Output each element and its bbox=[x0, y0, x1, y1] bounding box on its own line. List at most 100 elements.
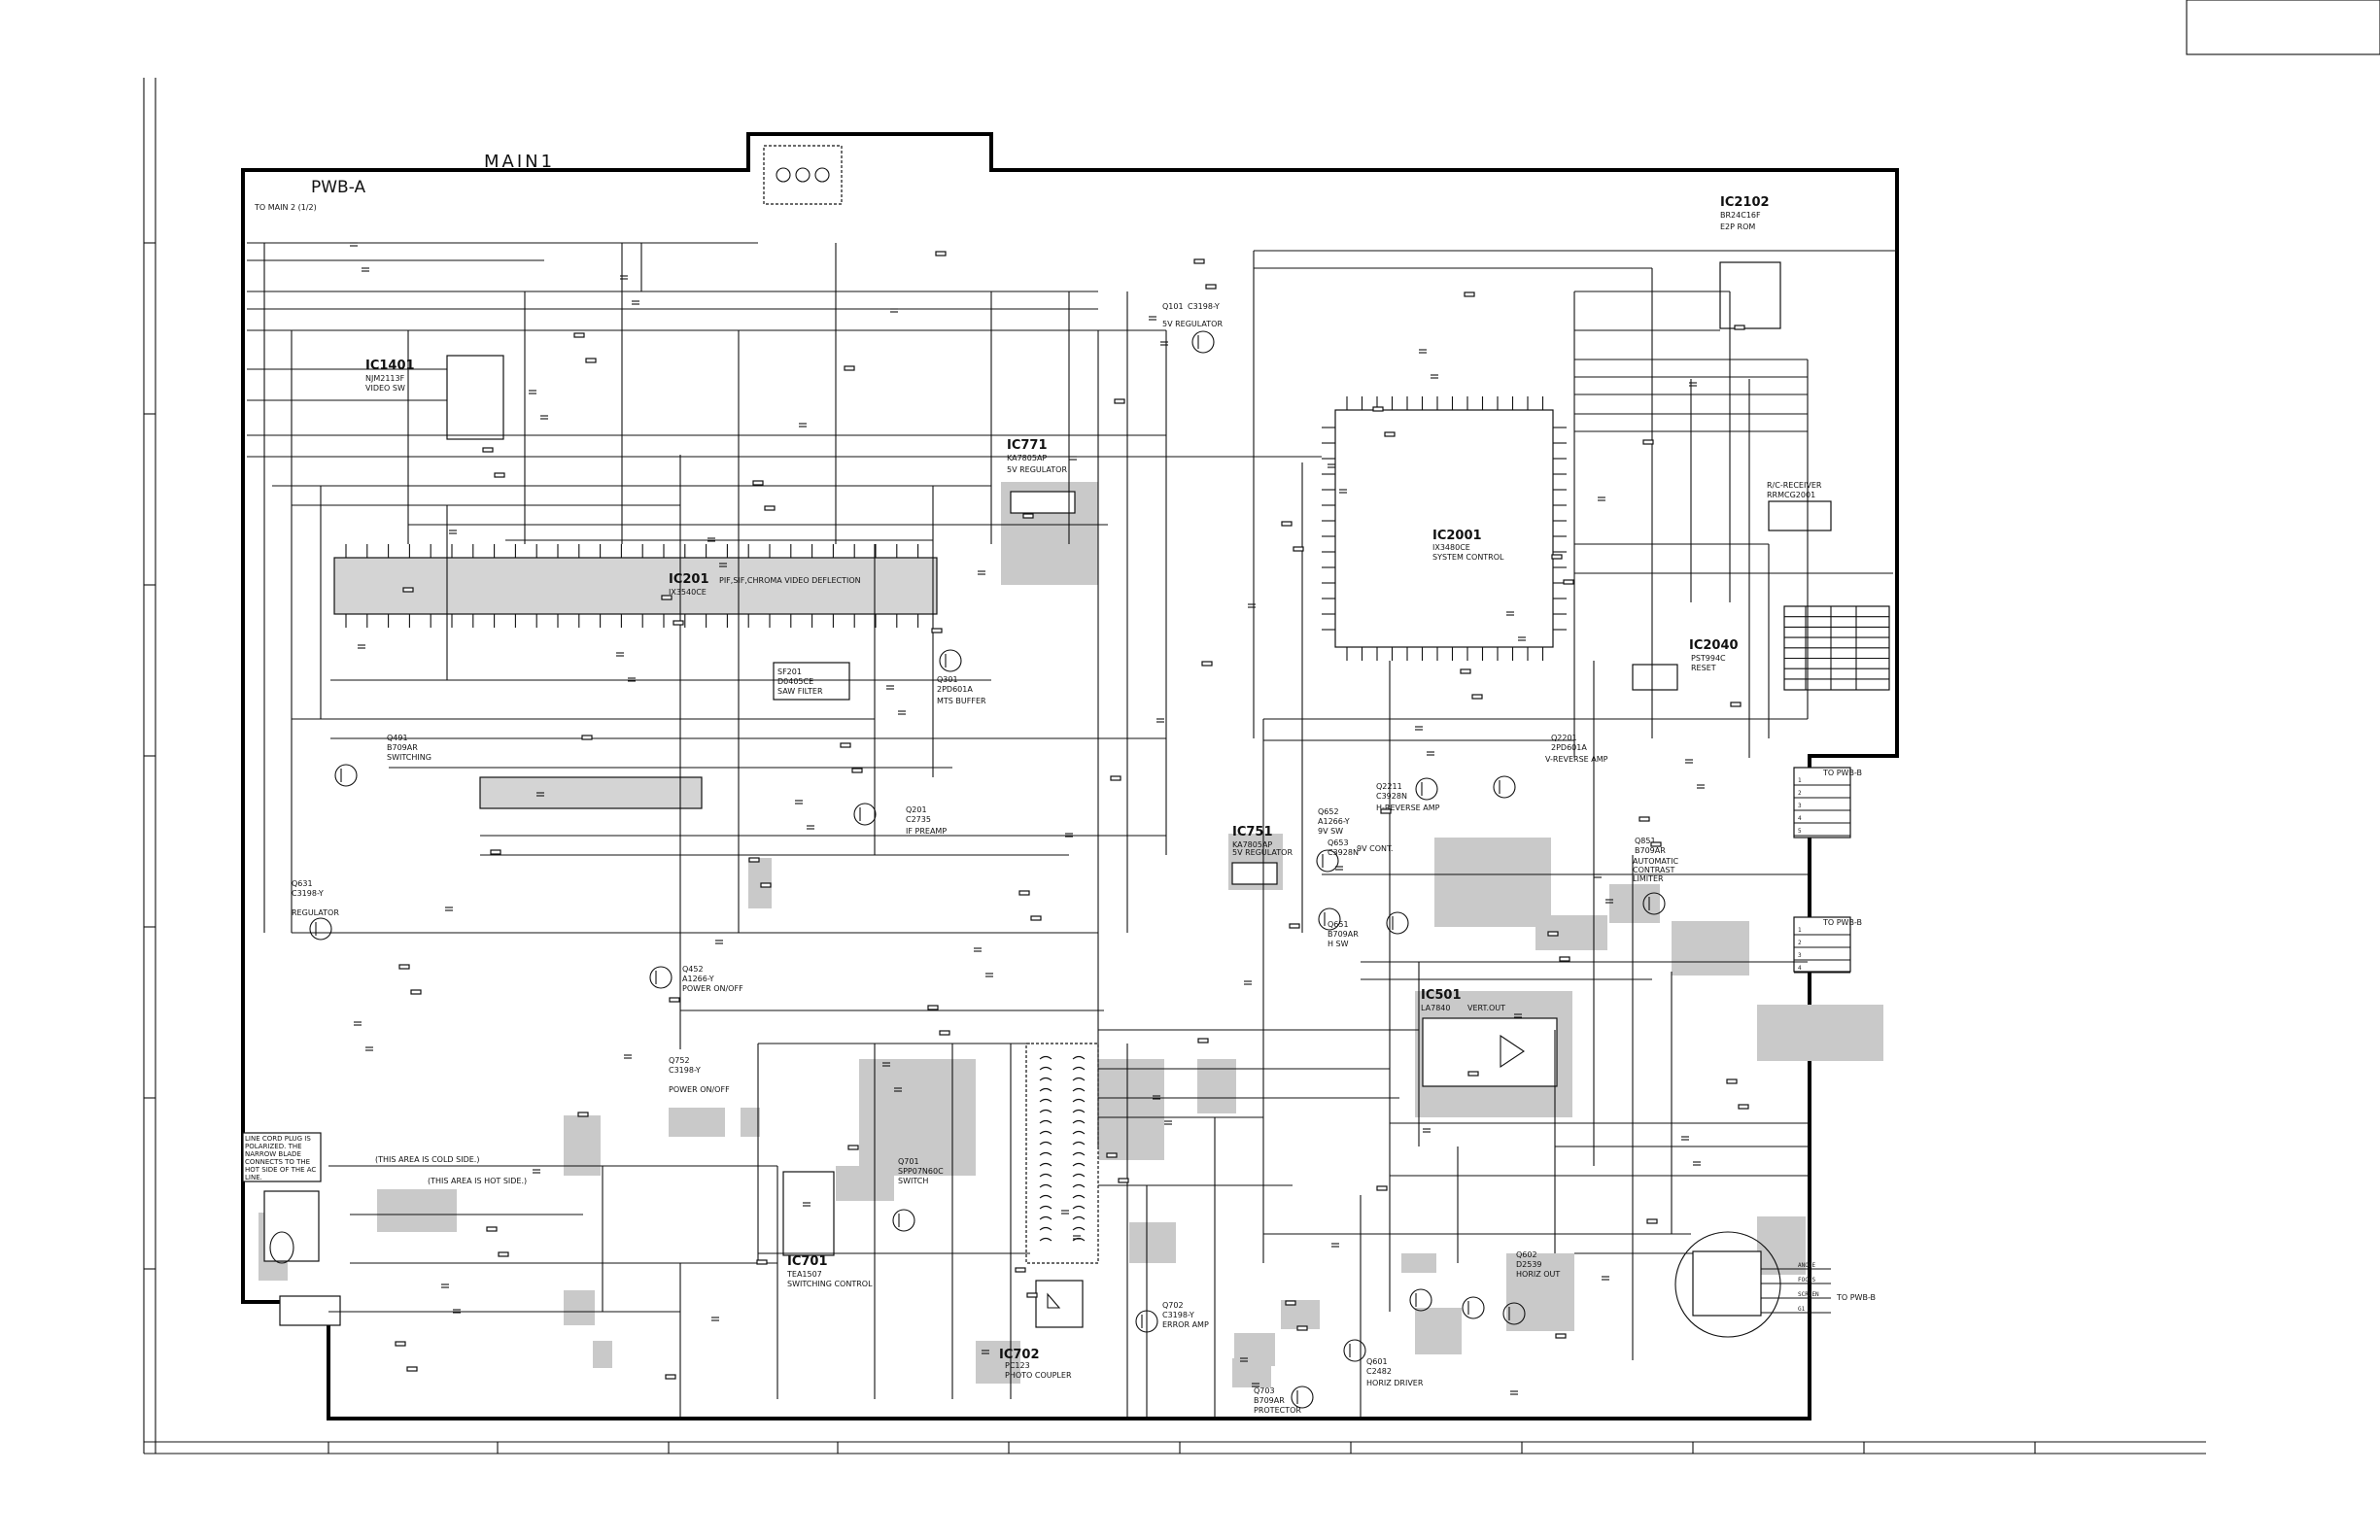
tuner-block bbox=[479, 776, 703, 809]
ic771-part: KA7805AP bbox=[1007, 454, 1047, 462]
ic201-name: IC201 bbox=[669, 572, 709, 587]
q851-name: Q851 bbox=[1635, 837, 1656, 845]
resistor-symbol bbox=[498, 1251, 509, 1257]
ic1401-part: NJM2113F bbox=[365, 374, 405, 383]
resistor-symbol bbox=[847, 1145, 859, 1150]
q851-func: AUTOMATIC CONTRAST LIMITER bbox=[1633, 857, 1679, 883]
coil-turn bbox=[1072, 1226, 1086, 1231]
part-annotations bbox=[350, 242, 1749, 1395]
transistor-symbol bbox=[853, 803, 877, 826]
resistor-symbol bbox=[752, 480, 764, 486]
resistor-symbol bbox=[665, 1374, 676, 1380]
resistor-symbol bbox=[1555, 1333, 1567, 1339]
coil-turn bbox=[1072, 1055, 1086, 1060]
q703-part: B709AR bbox=[1254, 1396, 1285, 1405]
line-cord-text: LINE CORD PLUG IS POLARIZED. THE NARROW … bbox=[245, 1135, 317, 1181]
resistor-symbol bbox=[844, 365, 855, 371]
connector-pin-label: 1 bbox=[1798, 927, 1802, 934]
coil-turn bbox=[1039, 1226, 1052, 1231]
resistor-symbol bbox=[1730, 702, 1742, 707]
q752-func: POWER ON/OFF bbox=[669, 1085, 730, 1094]
resistor-symbol bbox=[1547, 931, 1559, 937]
transistor-labels: Q101 C3198-Y 5V REGULATOR Q301 2PD601A M… bbox=[292, 302, 1679, 1415]
coil-turn bbox=[1072, 1109, 1086, 1113]
q701-part: SPP07N60C bbox=[898, 1167, 944, 1176]
title-block-corner bbox=[2186, 0, 2380, 55]
ic751-function: 5V REGULATOR bbox=[1232, 848, 1293, 857]
resistor-symbol bbox=[581, 735, 593, 740]
resistor-symbol bbox=[1559, 956, 1570, 962]
q653-name: Q653 bbox=[1328, 838, 1349, 847]
q851-part: B709AR bbox=[1635, 846, 1666, 855]
ic701-name: IC701 bbox=[787, 1254, 828, 1269]
transistor-symbol bbox=[649, 966, 673, 989]
ic771-name: IC771 bbox=[1007, 438, 1048, 453]
connector-pin-label: 3 bbox=[1798, 952, 1802, 959]
resistor-symbol bbox=[669, 997, 680, 1003]
connector-pin-label: 4 bbox=[1798, 815, 1802, 822]
ic751-part: KA7805AP bbox=[1232, 840, 1272, 849]
resistor-symbol bbox=[851, 768, 863, 773]
resistor-symbol bbox=[1642, 439, 1654, 445]
q752-name: Q752 bbox=[669, 1056, 690, 1065]
resistor-symbol bbox=[1293, 546, 1304, 552]
resistor-symbol bbox=[1285, 1300, 1296, 1306]
coil-turn bbox=[1039, 1077, 1052, 1081]
resistor-symbol bbox=[1638, 816, 1650, 822]
q452-func: POWER ON/OFF bbox=[682, 984, 743, 993]
resistor-symbol bbox=[756, 1259, 768, 1265]
resistor-symbol bbox=[939, 1030, 950, 1036]
ic2040-part: PST994C bbox=[1691, 654, 1726, 663]
coil-turn bbox=[1072, 1162, 1086, 1167]
ic701-part: TEA1507 bbox=[786, 1270, 822, 1279]
pwb-label: PWB-A bbox=[311, 178, 365, 197]
ic751-name: IC751 bbox=[1232, 825, 1273, 839]
q301-name: Q301 bbox=[937, 675, 958, 684]
q653-func: 9V CONT. bbox=[1357, 844, 1393, 853]
q601-name: Q601 bbox=[1366, 1357, 1388, 1366]
coil-turn bbox=[1072, 1119, 1086, 1124]
option-table bbox=[1783, 605, 1890, 691]
coil-turn bbox=[1072, 1194, 1086, 1199]
q602-name: Q602 bbox=[1516, 1250, 1537, 1259]
resistor-symbol bbox=[927, 1005, 939, 1010]
q201-name: Q201 bbox=[906, 805, 927, 814]
resistor-symbol bbox=[1201, 661, 1213, 667]
to-main2-label: TO MAIN 2 (1/2) bbox=[254, 203, 317, 212]
q601-func: HORIZ DRIVER bbox=[1366, 1379, 1424, 1387]
ic2040-name: IC2040 bbox=[1689, 638, 1739, 653]
q702-name: Q702 bbox=[1162, 1301, 1184, 1310]
q452-part: A1266-Y bbox=[682, 975, 714, 983]
resistor-symbol bbox=[1110, 775, 1121, 781]
ic201-part: IX3540CE bbox=[669, 588, 707, 597]
coil-turn bbox=[1072, 1151, 1086, 1156]
q652-func: 9V SW bbox=[1318, 827, 1343, 836]
main-label: MAIN1 bbox=[484, 152, 555, 172]
ic751-chip: IC751 KA7805AP 5V REGULATOR bbox=[1231, 825, 1293, 885]
ic701-chip: IC701 TEA1507 SWITCHING CONTROL bbox=[782, 1171, 873, 1288]
resistor-symbol bbox=[1650, 841, 1662, 847]
ic2001-part: IX3480CE bbox=[1432, 543, 1470, 552]
coil-turn bbox=[1039, 1237, 1052, 1242]
ic2040-chip: IC2040 PST994C RESET bbox=[1632, 638, 1739, 691]
resistor-symbol bbox=[573, 332, 585, 338]
resistor-symbol bbox=[931, 628, 943, 633]
ic702-chip: IC702 PC123 PHOTO COUPLER bbox=[999, 1280, 1084, 1380]
q602-part: D2539 bbox=[1516, 1260, 1542, 1269]
resistor-symbol bbox=[1372, 406, 1384, 412]
q452-name: Q452 bbox=[682, 965, 704, 974]
coil-turn bbox=[1039, 1055, 1052, 1060]
resistor-symbol bbox=[1205, 284, 1217, 290]
resistor-symbol bbox=[1289, 923, 1300, 929]
coil-turn bbox=[1039, 1183, 1052, 1188]
resistor-symbol bbox=[760, 882, 772, 888]
coil-turn bbox=[1039, 1215, 1052, 1220]
q101-part: C3198-Y bbox=[1188, 302, 1220, 311]
resistor-symbol bbox=[748, 857, 760, 863]
q651-name: Q651 bbox=[1328, 920, 1349, 929]
coil-turn bbox=[1072, 1066, 1086, 1071]
ic2102-function: E2P ROM bbox=[1720, 222, 1755, 231]
q703-func: PROTECTOR bbox=[1254, 1406, 1301, 1415]
transistor-symbol bbox=[939, 649, 962, 672]
resistor-symbol bbox=[1030, 915, 1042, 921]
